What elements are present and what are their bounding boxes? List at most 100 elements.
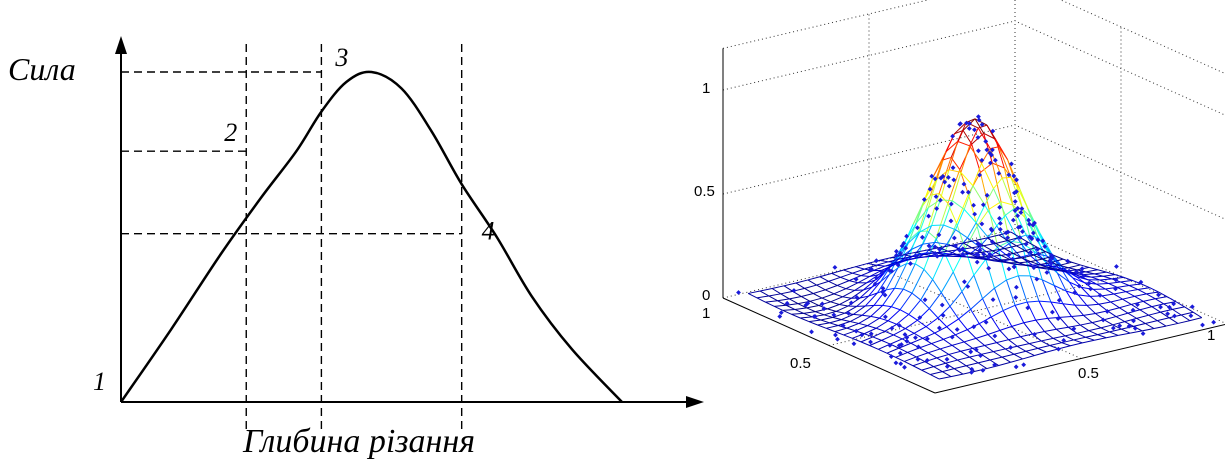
mesh-segment <box>1134 295 1144 302</box>
mesh-segment <box>1154 298 1165 305</box>
mesh-segment <box>913 326 927 334</box>
mesh-segment <box>872 330 886 338</box>
mesh-segment <box>1001 356 1011 363</box>
scatter-point <box>997 204 1003 210</box>
mesh-segment <box>1151 306 1161 313</box>
mesh-segment <box>1052 337 1062 344</box>
mesh-segment <box>942 368 955 373</box>
mesh-segment <box>895 351 908 358</box>
mesh-segment <box>876 261 889 266</box>
mesh-segment <box>1165 322 1179 327</box>
scatter-point <box>926 213 931 219</box>
mesh-segment <box>975 334 989 339</box>
mesh-segment <box>922 332 935 339</box>
mesh-segment <box>943 338 953 346</box>
mesh-segment <box>844 305 857 314</box>
scatter-point <box>1011 264 1017 270</box>
mesh-segment <box>982 298 992 318</box>
mesh-segment <box>819 272 832 278</box>
mesh-segment <box>1013 353 1023 360</box>
scatter-point <box>904 338 910 344</box>
mesh-segment <box>981 163 994 189</box>
scatter-point <box>1025 305 1031 311</box>
scatter-point <box>954 327 960 332</box>
scatter-point <box>1088 286 1093 292</box>
mesh-segment <box>1107 307 1120 312</box>
mesh-segment <box>1128 285 1139 290</box>
mesh-segment <box>1140 283 1150 289</box>
scatter-point <box>934 253 940 259</box>
scatter-point <box>986 265 992 271</box>
mesh-segment <box>921 366 934 371</box>
mesh-segment <box>765 301 775 307</box>
scatter-point <box>1113 286 1118 292</box>
mesh-segment <box>1067 326 1078 334</box>
mesh-segment <box>774 305 784 311</box>
mesh-segment <box>1119 303 1132 309</box>
scatter-point <box>893 253 899 258</box>
scatter-point <box>1005 235 1011 241</box>
force-curve-line <box>119 70 623 403</box>
mesh-segment <box>913 332 924 339</box>
box-edge-2 <box>722 0 930 49</box>
mesh-segment <box>1010 231 1020 238</box>
mesh-segment <box>910 243 924 251</box>
mesh-segment <box>1149 287 1159 293</box>
scatter-point <box>903 245 909 251</box>
mesh-segment <box>1133 323 1146 327</box>
mesh-segment <box>885 267 899 291</box>
grid-z-side-0 <box>1014 124 1225 220</box>
scatter-point <box>1131 318 1136 324</box>
mesh-segment <box>954 121 967 135</box>
scatter-point <box>934 206 940 211</box>
mesh-segment <box>1123 276 1133 281</box>
mesh-segment <box>979 172 990 210</box>
mesh-segment <box>1074 304 1084 316</box>
mesh-segment <box>842 289 855 298</box>
scatter-point <box>1026 217 1032 223</box>
mesh-segment <box>1114 274 1124 278</box>
mesh-segment <box>1005 208 1015 216</box>
mesh-segment <box>1018 262 1028 266</box>
mesh-segment <box>984 342 997 346</box>
mesh-segment <box>948 350 961 355</box>
mesh-segment <box>896 258 910 263</box>
scatter-point <box>1048 261 1054 266</box>
mesh-segment <box>1055 260 1065 269</box>
mesh-segment <box>998 234 1008 241</box>
mesh-segment <box>963 239 976 244</box>
mesh-segment <box>1129 283 1142 286</box>
scatter-point <box>1056 346 1061 352</box>
mesh-segment <box>1088 266 1098 271</box>
mesh-segment <box>1083 312 1096 316</box>
scatter-point <box>880 289 885 295</box>
scatter-point <box>1036 251 1041 257</box>
scatter-point <box>997 226 1003 232</box>
mesh-segment <box>1082 273 1095 276</box>
scatter-point <box>997 220 1003 226</box>
mesh-segment <box>1175 301 1185 308</box>
mesh-segment <box>961 274 975 292</box>
scatter-point <box>872 281 878 287</box>
mesh-segment <box>1057 272 1070 283</box>
mesh-segment <box>804 287 814 294</box>
mesh-segment <box>852 272 862 277</box>
mesh-segment <box>893 260 906 266</box>
mesh-segment <box>1020 336 1030 344</box>
mesh-segment <box>1096 282 1109 285</box>
mesh-segment <box>821 293 835 299</box>
mesh-segment <box>1094 337 1107 341</box>
mesh-segment <box>789 296 802 300</box>
mesh-segment <box>830 296 843 303</box>
mesh-segment <box>978 323 989 335</box>
mesh-segment <box>1053 285 1067 292</box>
mesh-segment <box>1148 311 1161 316</box>
mesh-segment <box>958 308 971 320</box>
mesh-segment <box>1073 336 1086 341</box>
mesh-segment <box>1042 279 1055 286</box>
mesh-segment <box>945 359 958 364</box>
mesh-segment <box>961 291 972 310</box>
mesh-segment <box>915 249 928 253</box>
mesh-segment <box>924 361 934 368</box>
mesh-segment <box>867 317 880 327</box>
